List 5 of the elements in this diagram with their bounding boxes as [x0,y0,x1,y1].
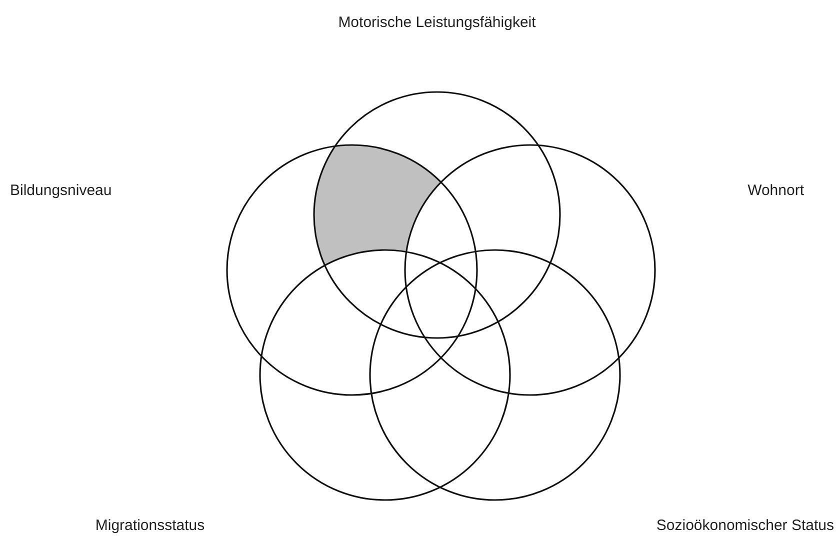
set-label: Wohnort [748,182,804,199]
set-label: Sozioökonomischer Status [656,517,834,534]
set-label: Motorische Leistungsfähigkeit [338,14,536,31]
set-label: Migrationsstatus [95,517,205,534]
set-label: Bildungsniveau [10,182,112,199]
